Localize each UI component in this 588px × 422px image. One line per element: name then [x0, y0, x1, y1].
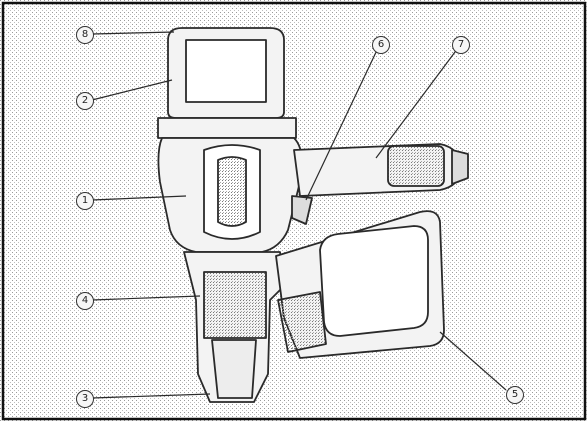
magazine-feed: [277, 291, 327, 353]
handle-grip: [387, 145, 445, 187]
housing-slot: [217, 156, 247, 227]
callout-7: 7: [452, 36, 470, 54]
callout-3: 3: [76, 390, 94, 408]
callout-4: 4: [76, 292, 94, 310]
leader-8: [91, 31, 175, 35]
cap-window: [185, 39, 267, 103]
leader-7: [375, 47, 459, 159]
leader-5: [439, 331, 507, 391]
handle-endcap: [451, 149, 469, 185]
callout-8: 8: [76, 26, 94, 44]
magazine-window: [319, 225, 429, 337]
callout-2: 2: [76, 92, 94, 110]
callout-1: 1: [76, 192, 94, 210]
leader-6: [305, 47, 379, 201]
nose-tip: [211, 339, 257, 399]
trigger: [291, 195, 313, 225]
leader-1: [91, 195, 187, 201]
nose-mechanism: [203, 271, 267, 339]
cap-collar: [157, 117, 297, 139]
leader-4: [91, 295, 201, 301]
callout-5: 5: [506, 386, 524, 404]
leader-3: [91, 393, 211, 399]
callout-6: 6: [372, 36, 390, 54]
leader-2: [91, 79, 173, 101]
